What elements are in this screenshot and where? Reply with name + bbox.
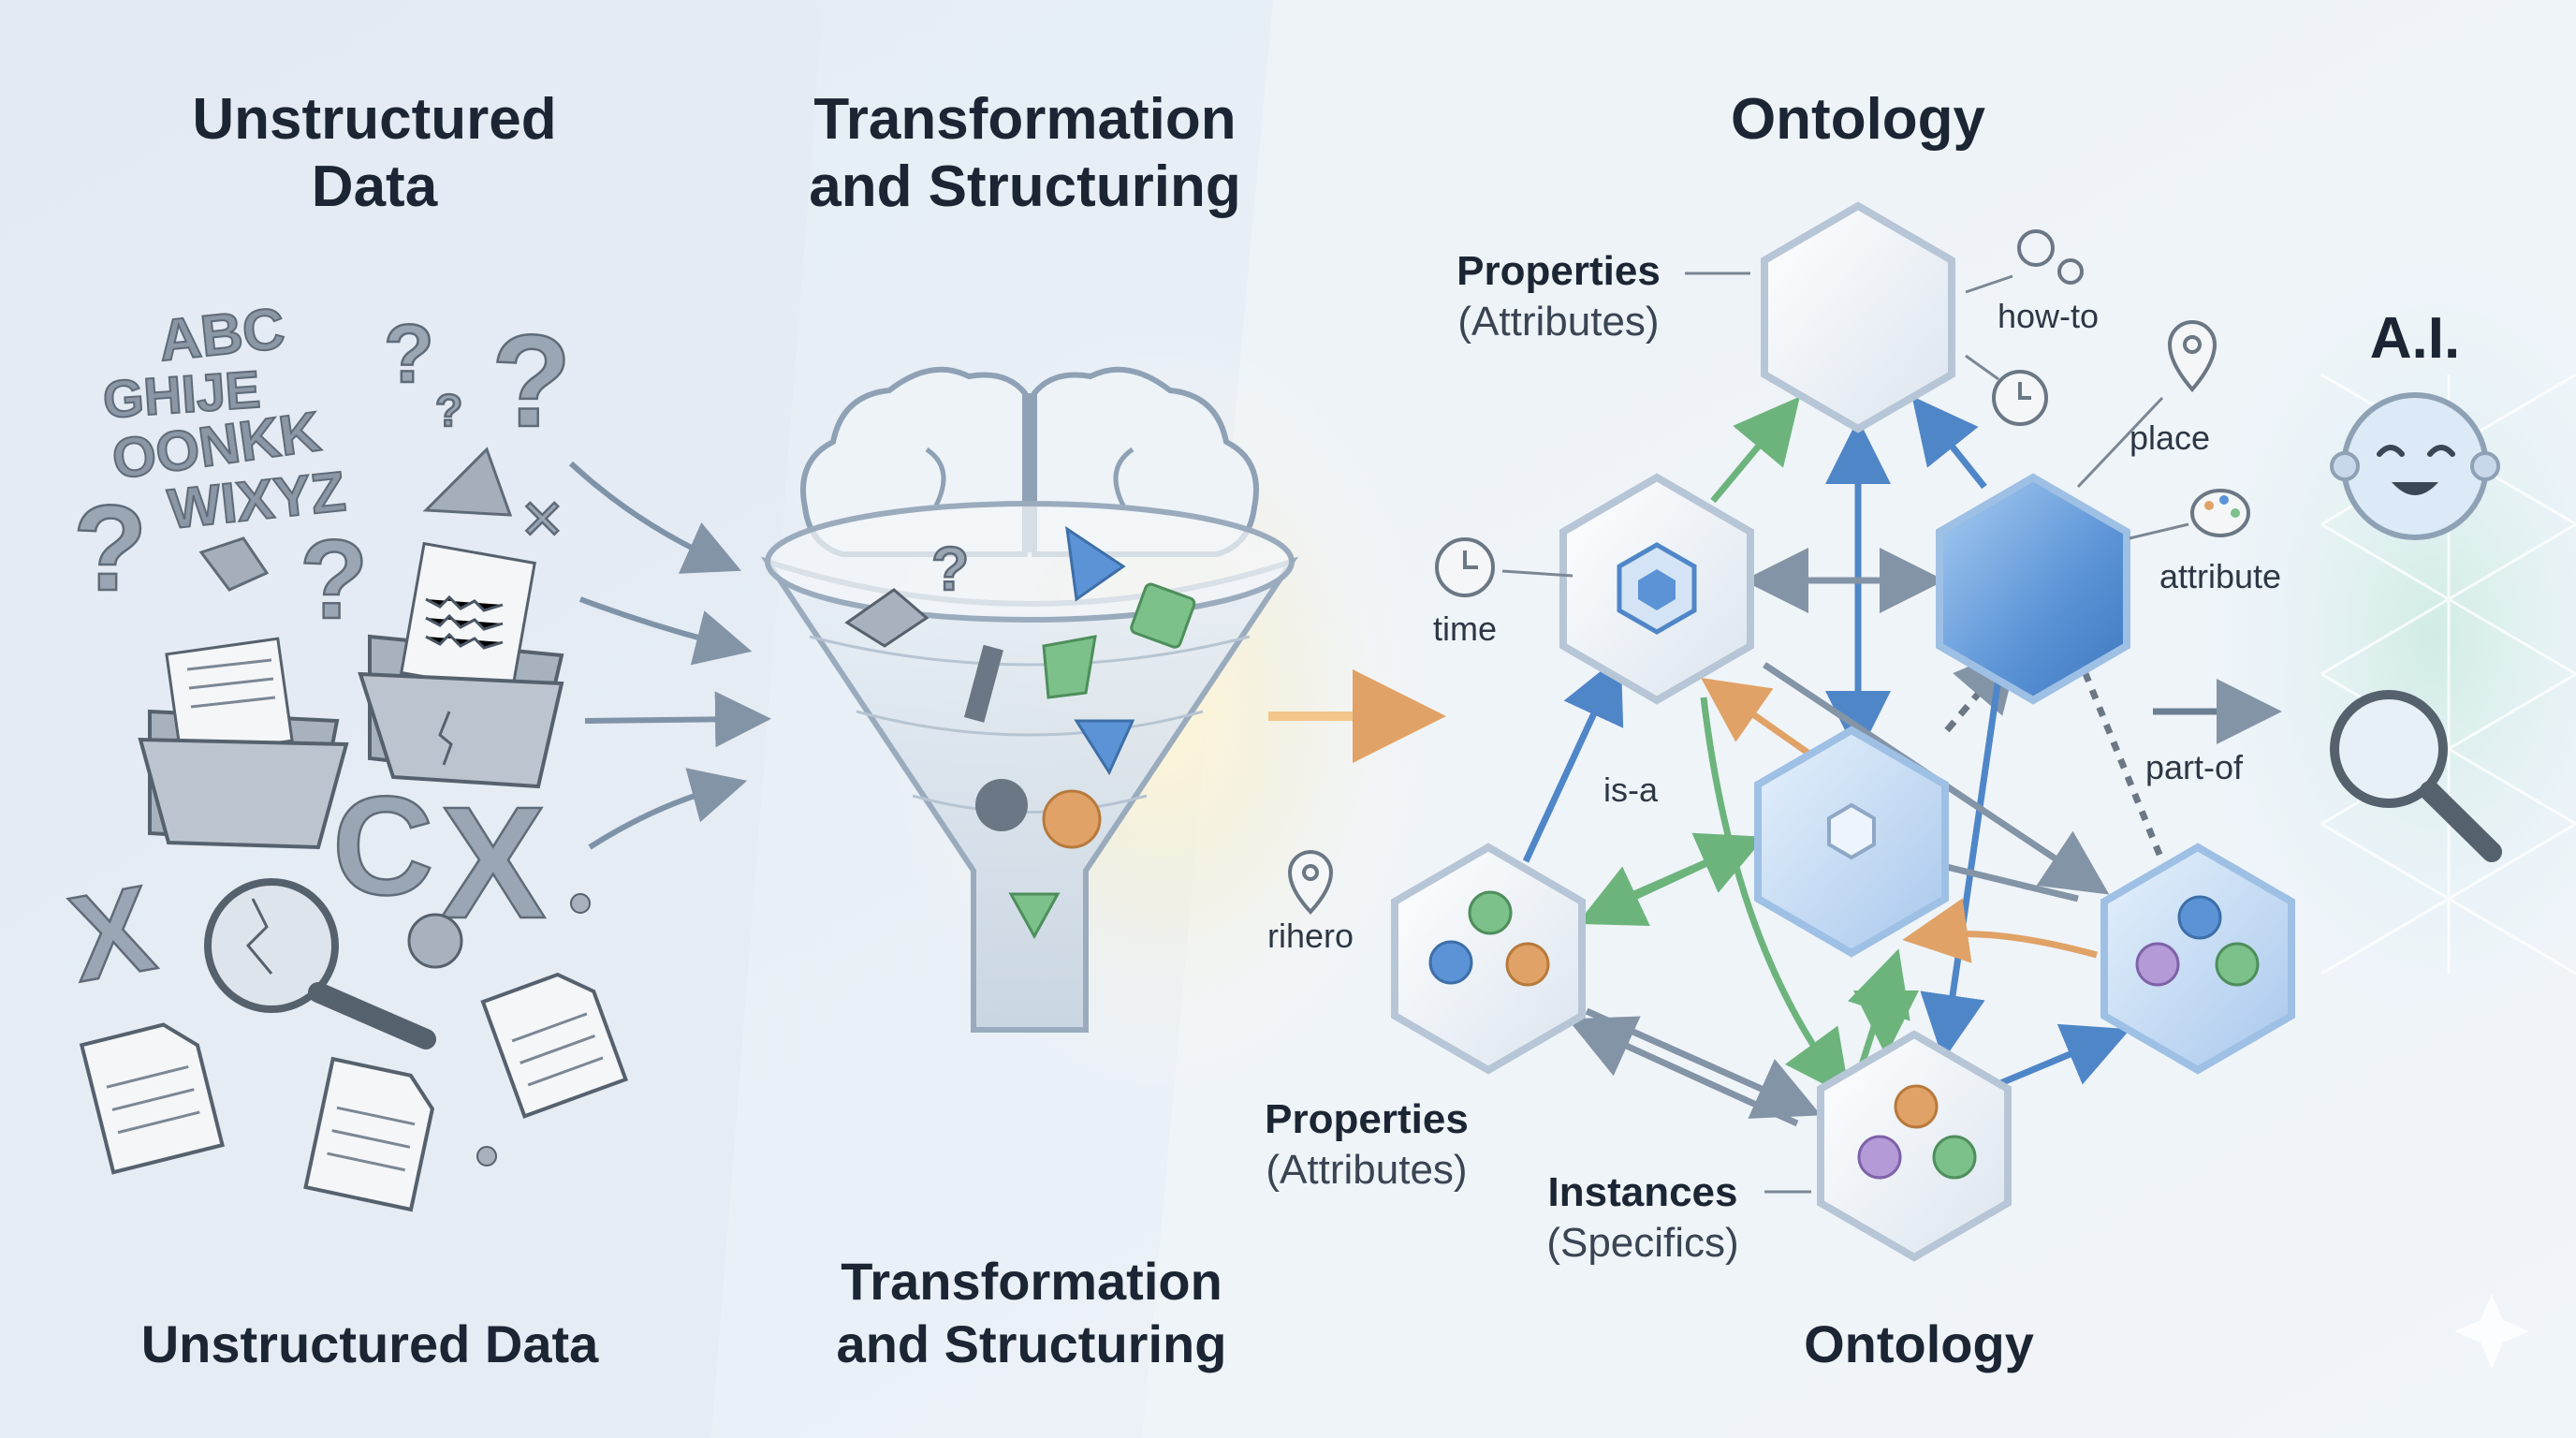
label-attributes-bottom: (Attributes) [1266,1147,1467,1193]
label-specifics: (Specifics) [1546,1220,1738,1266]
letters-row-1: ABC [156,296,288,374]
label-properties-top: Properties [1456,248,1661,294]
label-attributes-top: (Attributes) [1457,299,1659,345]
person-icon [1894,1084,1939,1129]
clock-icon [1435,537,1495,597]
question-icon: ? [300,517,368,642]
car-icon [1857,1135,1902,1180]
hex-bottom [1817,1030,2012,1262]
label-rihero: rihero [1267,917,1354,955]
question-icon: ? [435,387,462,436]
footer-transform-line1: Transformation [841,1252,1222,1311]
hex-center [1754,726,1949,958]
footer-unstructured: Unstructured Data [141,1314,599,1373]
plant-icon [2215,942,2260,987]
palette-icon [2190,489,2250,537]
gear-icon [1428,940,1473,985]
folder-icon [138,637,349,850]
heading-ontology: Ontology [1731,87,1986,152]
folder-icon [358,541,564,789]
sparkle-icon [2454,1294,2529,1369]
footer-transform-line2: and Structuring [837,1314,1227,1373]
magnifier-icon [2330,690,2502,862]
question-icon: ? [384,307,434,400]
plus-icon: ✕ [520,490,565,550]
plant-icon [1932,1135,1977,1180]
letter-x-shape: X [440,774,546,952]
clock-icon [1992,370,2048,426]
document-icon [480,972,629,1119]
heading-unstructured-line2: Data [312,154,438,219]
question-icon: ? [73,479,147,616]
footer-ontology: Ontology [1804,1314,2034,1373]
hex-left [1559,473,1754,705]
gear-icon [2017,229,2084,285]
question-icon: ? [491,307,572,454]
hex-lower-left [1391,843,1586,1075]
heading-transform-line2: and Structuring [809,154,1241,219]
triangle-shape [422,447,513,517]
label-part-of: part-of [2145,748,2244,786]
square-shape [1130,582,1196,649]
ontology-connectors [1522,396,2282,1127]
svg-text:?: ? [931,534,969,603]
unstructured-pile: ABC GHIJE OONKK WIXYZ ? ? ? ? ? ✕ [59,295,629,1212]
hex-right-blue [1936,473,2130,705]
hex-top [1761,201,1955,433]
heading-unstructured-line1: Unstructured [192,87,556,152]
person-icon [1505,942,1550,987]
ai-face-icon [2330,392,2500,540]
label-how-to: how-to [1998,297,2099,335]
letter-c-shape: C [332,767,433,924]
document-icon [79,1022,225,1175]
broken-magnifier-icon [204,878,436,1049]
label-properties-bottom: Properties [1265,1096,1469,1142]
pin-icon [1287,850,1334,915]
car-icon [2135,942,2180,987]
document-icon [303,1056,435,1212]
funnel-icon: ? [760,366,1299,1033]
pin-icon [2167,320,2217,393]
heading-ai: A.I. [2370,306,2460,371]
letters-row-2: GHIJE [101,360,262,430]
label-instances: Instances [1548,1169,1738,1215]
label-time: time [1433,609,1497,648]
triangle-shape [1065,525,1126,602]
label-attribute: attribute [2159,557,2281,595]
label-is-a: is-a [1603,770,1659,809]
heading-transform-line1: Transformation [813,87,1236,152]
hex-far-right [2100,843,2295,1075]
input-arrows [568,461,771,850]
label-place: place [2130,418,2210,457]
